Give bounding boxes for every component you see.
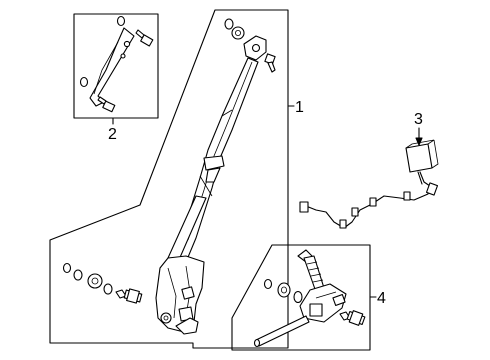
callout-3: 3 xyxy=(414,111,423,128)
seat-belt-retractor-group xyxy=(49,9,295,349)
spacer xyxy=(103,283,113,295)
spacer xyxy=(293,290,303,304)
buckle-assembly-group xyxy=(231,244,377,351)
callout-1: 1 xyxy=(295,99,304,116)
retractor-box xyxy=(49,9,289,349)
guide-bracket xyxy=(89,27,135,107)
washer xyxy=(62,262,72,274)
buckle-box xyxy=(231,244,371,351)
washer xyxy=(277,282,291,298)
guide-bracket-box xyxy=(73,13,159,119)
callout-2: 2 xyxy=(108,126,117,143)
washer xyxy=(231,26,245,40)
guide-bracket-group xyxy=(73,13,159,125)
washer xyxy=(263,278,273,290)
harness-wire xyxy=(305,171,431,229)
belt-clip xyxy=(203,155,225,171)
callout-4: 4 xyxy=(377,290,386,307)
buckle-rod xyxy=(255,315,310,347)
washer xyxy=(79,76,89,88)
harness-end-connector xyxy=(299,201,309,213)
harness-connector xyxy=(405,143,433,173)
bolt xyxy=(135,29,154,47)
washer xyxy=(87,273,103,289)
bolt xyxy=(115,288,143,304)
bolt xyxy=(264,53,276,73)
washer xyxy=(116,15,126,27)
buckle-wire-harness-group xyxy=(299,127,439,229)
bolt xyxy=(339,310,366,326)
bolt xyxy=(97,96,116,113)
washer xyxy=(224,18,234,30)
spacer xyxy=(73,269,83,281)
